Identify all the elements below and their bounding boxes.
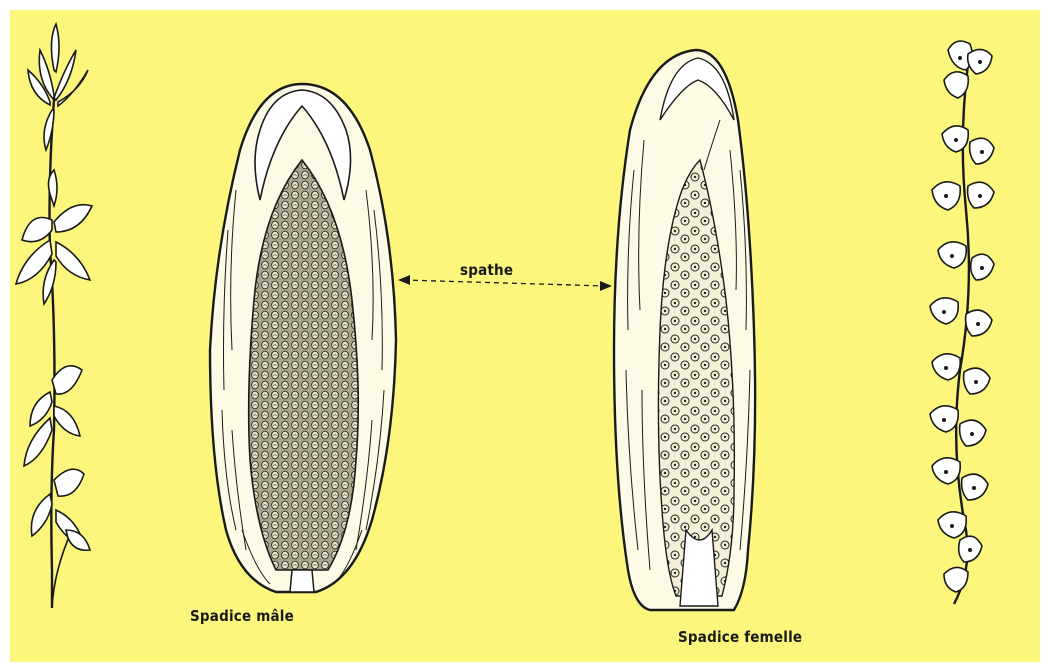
male-spadix-label: Spadice mâle	[190, 607, 294, 625]
female-spadix	[614, 50, 755, 610]
female-flower-branch	[930, 41, 994, 604]
botanical-illustration	[10, 10, 1040, 662]
female-spadix-label: Spadice femelle	[678, 628, 802, 646]
illustration-canvas: spathe Spadice mâle Spadice femelle	[10, 10, 1040, 662]
male-flower-branch	[16, 24, 92, 608]
male-spadix	[210, 84, 396, 592]
spathe-label: spathe	[460, 261, 513, 279]
